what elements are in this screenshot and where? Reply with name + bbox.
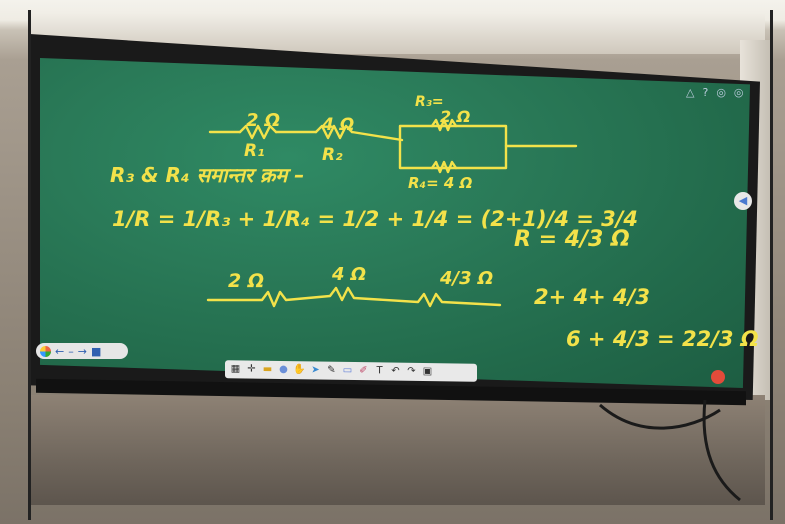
record-button[interactable]	[711, 370, 725, 384]
series-r2: 4 Ω	[331, 264, 366, 285]
r4-label: R₄= 4 Ω	[408, 174, 473, 192]
final-result: 6 + 4/3 = 22/3 Ω	[566, 327, 759, 351]
photo-frame	[28, 10, 773, 520]
resistor-r4	[430, 160, 458, 174]
series-r1: 2 Ω	[228, 270, 264, 292]
browser-icon[interactable]	[40, 345, 51, 357]
page-navigation: ← – → ■	[36, 343, 128, 359]
page-icon[interactable]: ■	[90, 344, 102, 358]
whiteboard-screen	[40, 58, 750, 388]
floor	[30, 395, 765, 505]
sum-expression: 2+ 4+ 4/3	[534, 285, 650, 309]
equation-reciprocal: 1/R = 1/R₃ + 1/R₄ = 1/2 + 1/4 = (2+1)/4 …	[112, 207, 638, 231]
settings-icon[interactable]: ◎	[716, 86, 726, 99]
warning-icon[interactable]: △	[686, 86, 695, 99]
circuit-wire	[350, 130, 404, 142]
minimize-icon[interactable]: ◎	[733, 86, 744, 99]
series-r3: 4/3 Ω	[439, 268, 493, 289]
resistor-r1	[238, 124, 278, 140]
r1-label: R₁	[244, 141, 265, 161]
r3-value: 2 Ω	[440, 107, 470, 126]
equivalent-resistance: R = 4/3 Ω	[514, 227, 630, 252]
r2-value: 4 Ω	[321, 115, 354, 135]
forward-arrow-icon[interactable]: →	[77, 344, 87, 358]
help-icon[interactable]: ?	[702, 86, 709, 99]
back-arrow-icon[interactable]: ←	[55, 344, 65, 358]
board-top-icons: △ ? ◎ ◎	[686, 86, 756, 100]
r1-value: 2 Ω	[246, 110, 280, 131]
parallel-text: R₃ & R₄ समान्तर क्रम –	[110, 163, 304, 187]
resistor-r3	[430, 118, 458, 132]
resistor-r2	[314, 124, 354, 140]
dash-icon: –	[68, 344, 74, 358]
r3-label: R₃=	[415, 94, 444, 110]
r2-label: R₂	[322, 145, 343, 165]
side-collapse-button[interactable]: ◀	[734, 192, 752, 210]
series-circuit	[206, 286, 502, 308]
